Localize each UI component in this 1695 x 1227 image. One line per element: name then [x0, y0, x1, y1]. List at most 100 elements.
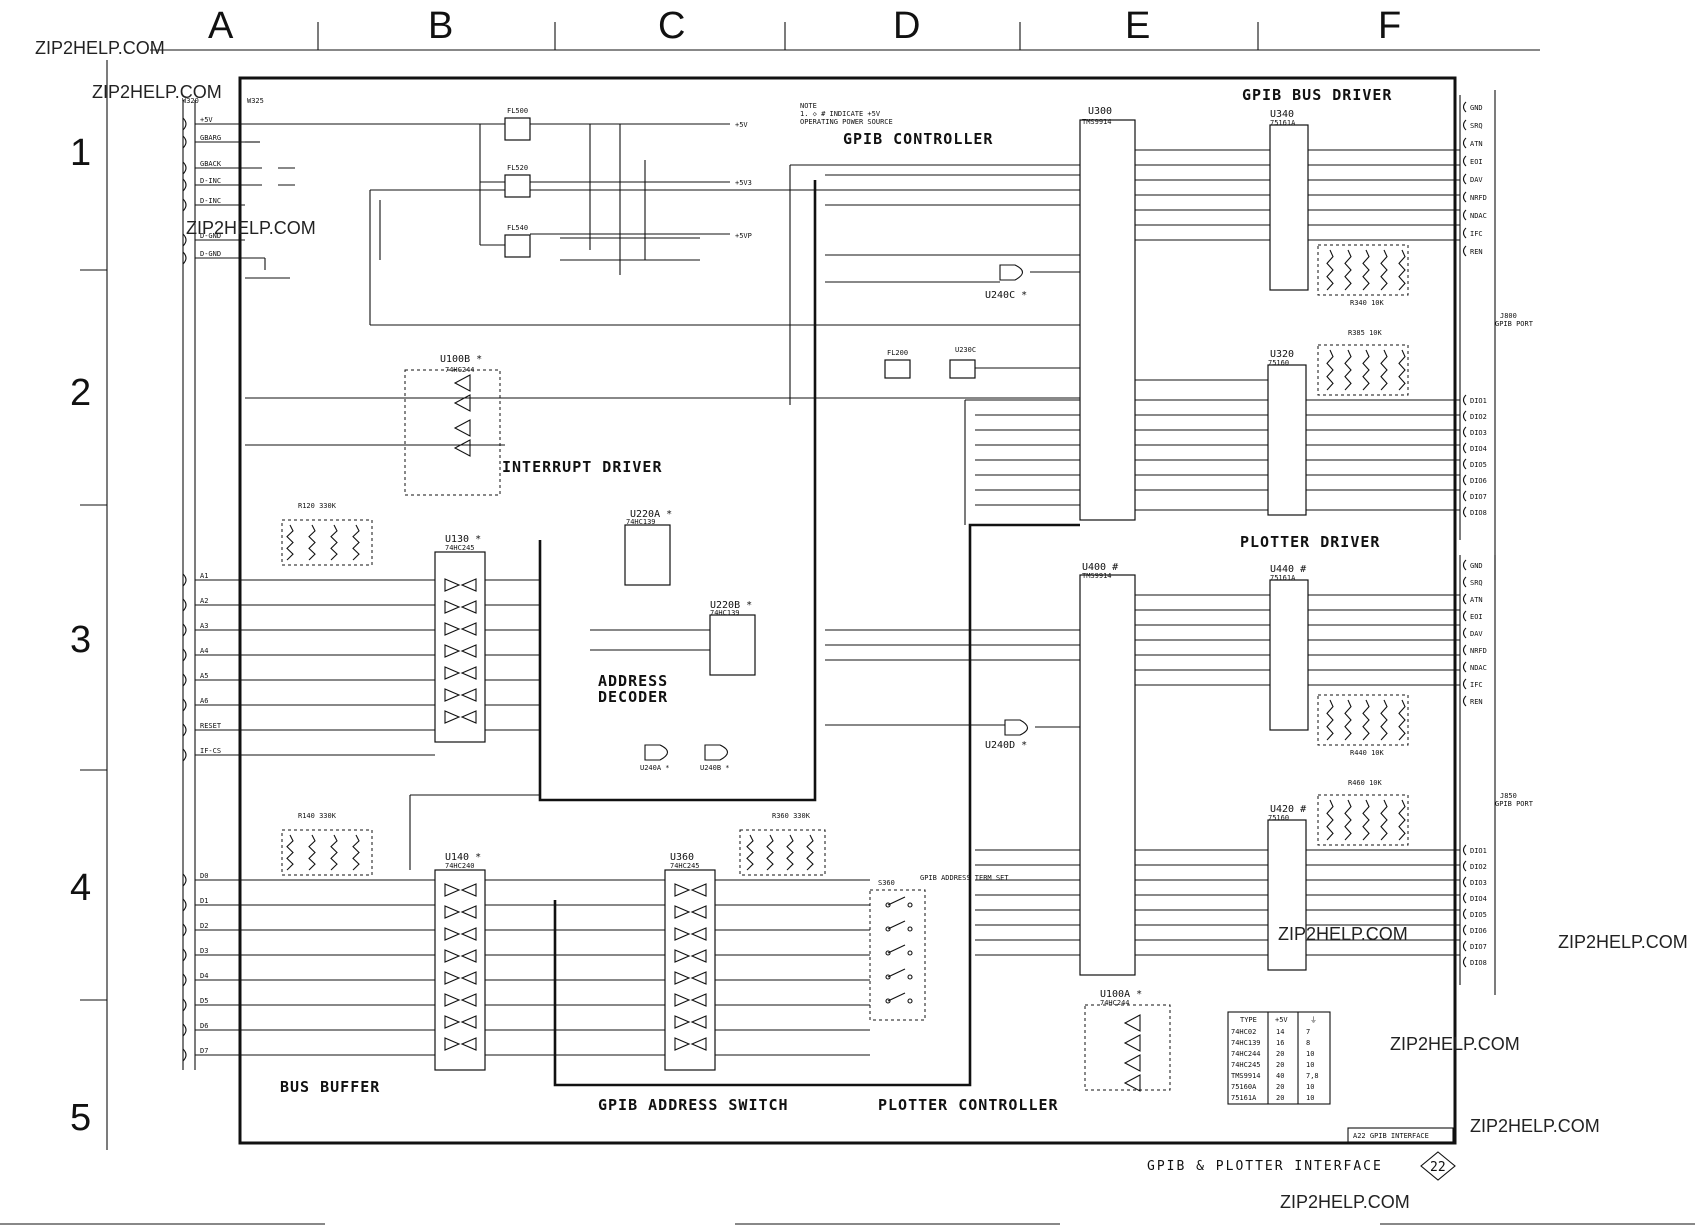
port-pin-mark	[1462, 876, 1467, 888]
connector-signal-label: A2	[200, 597, 208, 605]
section-plotter-driver: PLOTTER DRIVER	[1240, 533, 1380, 551]
connector-pin-mark	[182, 898, 187, 912]
port-signal-label: DAV	[1470, 176, 1483, 184]
port-pin-mark	[1462, 490, 1467, 502]
u360-label: U360	[670, 852, 694, 863]
connector-pin-mark	[182, 233, 187, 247]
buffer-triangle	[674, 949, 691, 963]
resistor-element	[1362, 349, 1370, 391]
port-signal-label: DIO1	[1470, 397, 1487, 405]
buffer-triangle	[460, 578, 477, 592]
buffer-triangle	[460, 600, 477, 614]
svg-text:GPIB PORT: GPIB PORT	[1495, 800, 1534, 808]
port-pin-mark	[1462, 559, 1467, 571]
svg-text:R120 330K: R120 330K	[298, 502, 337, 510]
connector-signal-label: D-GND	[200, 250, 221, 258]
connector-pin-mark	[182, 573, 187, 587]
s360-label: S360	[878, 879, 895, 887]
fl200-label: FL200	[887, 349, 908, 357]
column-label-a: A	[208, 5, 234, 47]
section-address-decoder-1: ADDRESS	[598, 672, 668, 690]
type-table-cell: 20	[1276, 1061, 1284, 1069]
u400-label: U400 #	[1082, 562, 1118, 573]
type-table-cell: 75161A	[1231, 1094, 1257, 1102]
type-table-cell: 14	[1276, 1028, 1284, 1036]
u140-type: 74HC240	[445, 862, 475, 870]
port-pin-mark	[1462, 209, 1467, 221]
switch-contact	[885, 902, 891, 908]
port-pin-mark	[1462, 506, 1467, 518]
resistor-element	[1344, 699, 1352, 741]
chip-u320: U320 75160	[1267, 349, 1307, 516]
u360-buffers	[674, 883, 707, 1051]
rail-5v-label: +5V	[735, 121, 748, 129]
resistor-network-r440: R440 10K	[1317, 694, 1409, 757]
type-table-cell: 8	[1306, 1039, 1310, 1047]
connector-pin-mark	[182, 698, 187, 712]
port-pin-mark	[1462, 410, 1467, 422]
switch-contact	[907, 950, 913, 956]
port-signal-label: DIO6	[1470, 477, 1487, 485]
connector-pin-mark	[182, 748, 187, 762]
port-pin-mark	[1462, 593, 1467, 605]
type-table-header: +5V	[1275, 1016, 1288, 1024]
section-bus-buffer: BUS BUFFER	[280, 1078, 380, 1096]
buffer-triangle	[444, 1037, 461, 1051]
filter-fl500: FL500	[504, 107, 531, 141]
connector-pin-mark	[182, 873, 187, 887]
resistor-element	[746, 834, 754, 871]
port-pin-mark	[1462, 892, 1467, 904]
column-label-c: C	[658, 5, 685, 47]
connector-pin-mark	[182, 948, 187, 962]
port-signal-label: ATN	[1470, 140, 1483, 148]
port-pin-mark	[1462, 426, 1467, 438]
column-label-d: D	[893, 5, 920, 47]
section-gpib-bus-driver: GPIB BUS DRIVER	[1242, 86, 1392, 104]
resistor-element	[286, 834, 294, 871]
resistor-element	[1362, 699, 1370, 741]
switch-lever	[887, 944, 906, 954]
svg-text:GPIB PORT: GPIB PORT	[1495, 320, 1534, 328]
port-pin-mark	[1462, 173, 1467, 185]
svg-text:R440 10K: R440 10K	[1350, 749, 1385, 757]
buffer-triangle	[460, 666, 477, 680]
u240a-label: U240A *	[640, 764, 670, 772]
resistor-element	[1344, 799, 1352, 841]
port-signal-label: EOI	[1470, 158, 1483, 166]
type-table-cell: 74HC244	[1231, 1050, 1261, 1058]
u100a-type: 74HC244	[1100, 999, 1130, 1007]
gate-u230c: U230C	[949, 346, 976, 379]
port-pin-mark	[1462, 940, 1467, 952]
port-signal-label: DIO8	[1470, 509, 1487, 517]
note-line-1: NOTE	[800, 102, 817, 110]
type-table-cell: 7	[1306, 1028, 1310, 1036]
resistor-element	[352, 834, 360, 871]
u320-type: 75160	[1268, 359, 1289, 367]
u140-buffers	[444, 883, 477, 1051]
switch-contact	[885, 974, 891, 980]
port-pin-mark	[1462, 956, 1467, 968]
u130-type: 74HC245	[445, 544, 475, 552]
connector-signal-label: D1	[200, 897, 208, 905]
buffer-triangle	[460, 644, 477, 658]
u220b-label: U220B *	[710, 600, 752, 611]
connector-signal-label: A5	[200, 672, 208, 680]
buffer-triangle	[444, 883, 461, 897]
column-label-f: F	[1378, 5, 1401, 47]
footer-title: GPIB & PLOTTER INTERFACE 22	[1147, 1151, 1456, 1181]
buffer-triangle	[674, 1015, 691, 1029]
u400-type: TMS9914	[1082, 572, 1112, 580]
type-table-cell: 74HC245	[1231, 1061, 1261, 1069]
switch-contact	[885, 950, 891, 956]
row-label-3: 3	[70, 619, 91, 661]
port-signal-label: DIO4	[1470, 445, 1487, 453]
svg-text:R340 10K: R340 10K	[1350, 299, 1385, 307]
chip-u300: U300 TMS9914	[1079, 106, 1136, 521]
port-signal-label: DIO1	[1470, 847, 1487, 855]
u340-type: 75161A	[1270, 119, 1296, 127]
buffer-triangle	[690, 1037, 707, 1051]
resistor-network-r140: R140 330K	[281, 812, 373, 876]
port-pin-mark	[1462, 458, 1467, 470]
